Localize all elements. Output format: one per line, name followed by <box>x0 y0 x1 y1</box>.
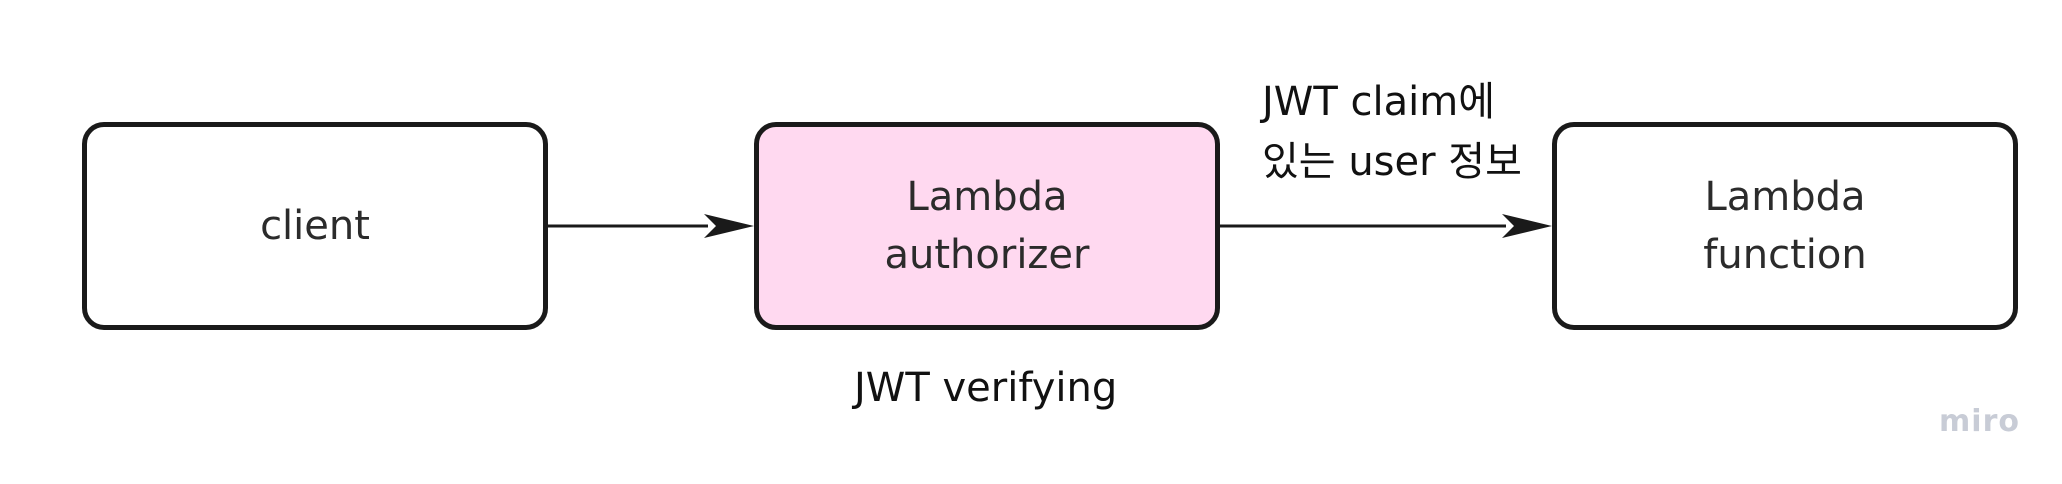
edge-authorizer-to-function <box>1220 214 1552 238</box>
edge-client-to-authorizer <box>548 214 754 238</box>
node-lambda-authorizer[interactable]: Lambda authorizer <box>754 122 1220 330</box>
node-lambda-function-label: Lambda function <box>1703 174 1867 278</box>
edge-label-jwt-claim-user-info: JWT claim에 있는 user 정보 <box>1262 79 1522 185</box>
node-lambda-authorizer-label: Lambda authorizer <box>884 174 1090 278</box>
arrowhead-icon <box>704 214 754 238</box>
miro-watermark-logo: miro <box>1939 404 2020 439</box>
node-client-label: client <box>260 203 370 249</box>
arrowhead-icon <box>1502 214 1552 238</box>
node-lambda-function[interactable]: Lambda function <box>1552 122 2018 330</box>
caption-jwt-verifying: JWT verifying <box>854 365 1118 411</box>
node-client[interactable]: client <box>82 122 548 330</box>
